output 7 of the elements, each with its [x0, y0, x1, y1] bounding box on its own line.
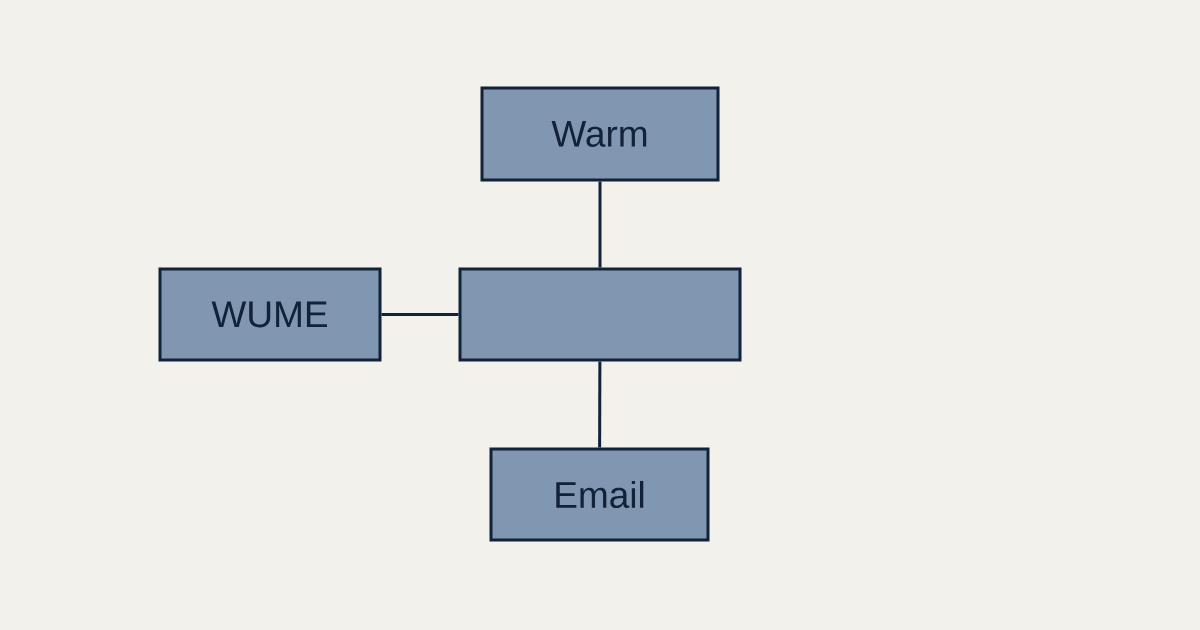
empty-box — [458, 267, 742, 362]
label-box: Email — [489, 447, 710, 542]
connector-line — [381, 313, 459, 316]
connector-line — [598, 361, 602, 448]
label-box: Warm — [480, 86, 720, 182]
connector-line — [598, 181, 602, 268]
label-box: WUME — [158, 267, 382, 362]
